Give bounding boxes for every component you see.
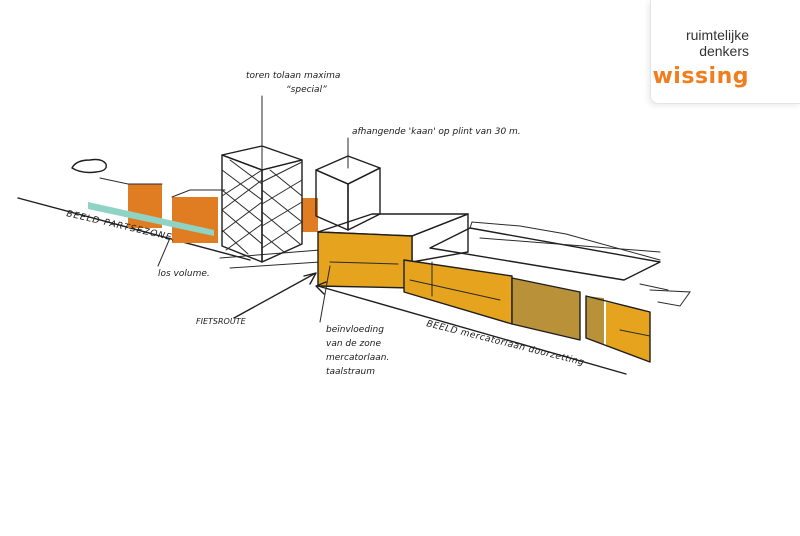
plinth xyxy=(317,213,469,289)
logo-line-2: denkers xyxy=(699,43,749,59)
ghost-outlines xyxy=(469,221,691,307)
label-loose-volume: los volume. xyxy=(158,269,210,279)
label-influence-4: taalstraum xyxy=(326,367,375,377)
teal-strip xyxy=(88,202,214,236)
bike-route-arrow xyxy=(233,273,315,319)
orange-block-2 xyxy=(172,197,218,243)
ground-line-left xyxy=(17,197,251,261)
label-box-note: afhangende 'kaan' op plint van 30 m. xyxy=(352,127,521,137)
label-tower-sub: “special” xyxy=(286,85,327,95)
label-influence-2: van de zone xyxy=(326,339,381,349)
bike-route-arrowhead xyxy=(303,272,317,285)
orange-block-2-outline xyxy=(171,189,226,198)
street-line-2 xyxy=(229,261,321,269)
logo-line-1: ruimtelijke xyxy=(685,27,749,43)
label-tower: toren tolaan maxima xyxy=(246,71,340,81)
logo-brand: wissing xyxy=(652,64,749,89)
cloud-blob xyxy=(71,158,107,174)
right-row xyxy=(403,227,661,363)
influence-leader xyxy=(319,265,331,323)
label-influence-1: beïnvloeding xyxy=(326,325,384,335)
loose-leader xyxy=(157,237,171,267)
label-bike-route: FIETSROUTE xyxy=(196,317,247,326)
tower xyxy=(221,145,303,263)
brand-logo[interactable]: ruimtelijke denkers wissing xyxy=(650,0,800,104)
orange-block-3 xyxy=(302,198,318,232)
orange-block-1-roof xyxy=(99,177,163,185)
label-influence-3: mercatorlaan. xyxy=(326,353,389,363)
street-line-1 xyxy=(219,249,321,259)
zone-right-arrow xyxy=(317,285,627,375)
zone-right-arrowhead xyxy=(315,281,327,295)
